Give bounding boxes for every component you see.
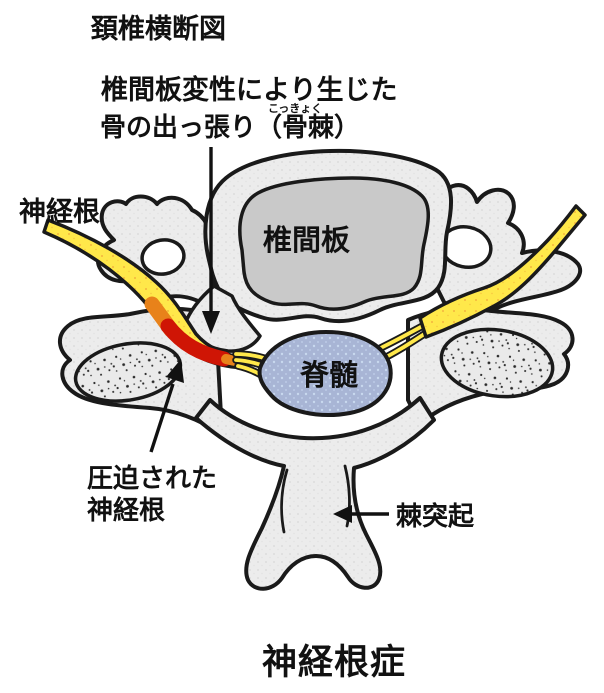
page-title: 頚椎横断図 bbox=[90, 14, 226, 44]
disc-nucleus bbox=[238, 176, 430, 311]
disc-label: 椎間板 bbox=[263, 224, 351, 257]
spinous-crease-right bbox=[343, 464, 351, 528]
spinous-arrow bbox=[333, 505, 389, 523]
spinous-process-label: 棘突起 bbox=[396, 501, 475, 531]
osteophyte-caption-line1: 椎間板変性により生じた bbox=[101, 74, 397, 105]
nerve-root-label: 神経根 bbox=[19, 196, 100, 227]
osteophyte-arrow bbox=[202, 147, 220, 334]
spinal-cord-shape bbox=[257, 330, 393, 417]
spinal-cord-label: 脊髄 bbox=[299, 359, 358, 392]
spinous-crease-left bbox=[280, 468, 289, 534]
left-transverse-foramen bbox=[140, 238, 186, 276]
right-articular-facet bbox=[439, 327, 555, 399]
right-nerve-root bbox=[418, 204, 587, 339]
compressed-root-label-line1: 圧迫された bbox=[87, 463, 217, 493]
compression-red-segment bbox=[160, 318, 232, 367]
osteophyte-caption-line2: 骨の出っ張り（骨棘） bbox=[100, 112, 360, 142]
arrows bbox=[149, 147, 389, 523]
footer-title: 神経根症 bbox=[262, 643, 406, 682]
vertebral-arch-spinous bbox=[194, 396, 436, 591]
osteophyte-spur bbox=[182, 284, 262, 353]
compressed-root-arrow bbox=[149, 359, 184, 453]
compressed-root-label-line2: 神経根 bbox=[87, 495, 165, 525]
osteophyte-caption-furigana: こっきょく bbox=[268, 102, 322, 115]
